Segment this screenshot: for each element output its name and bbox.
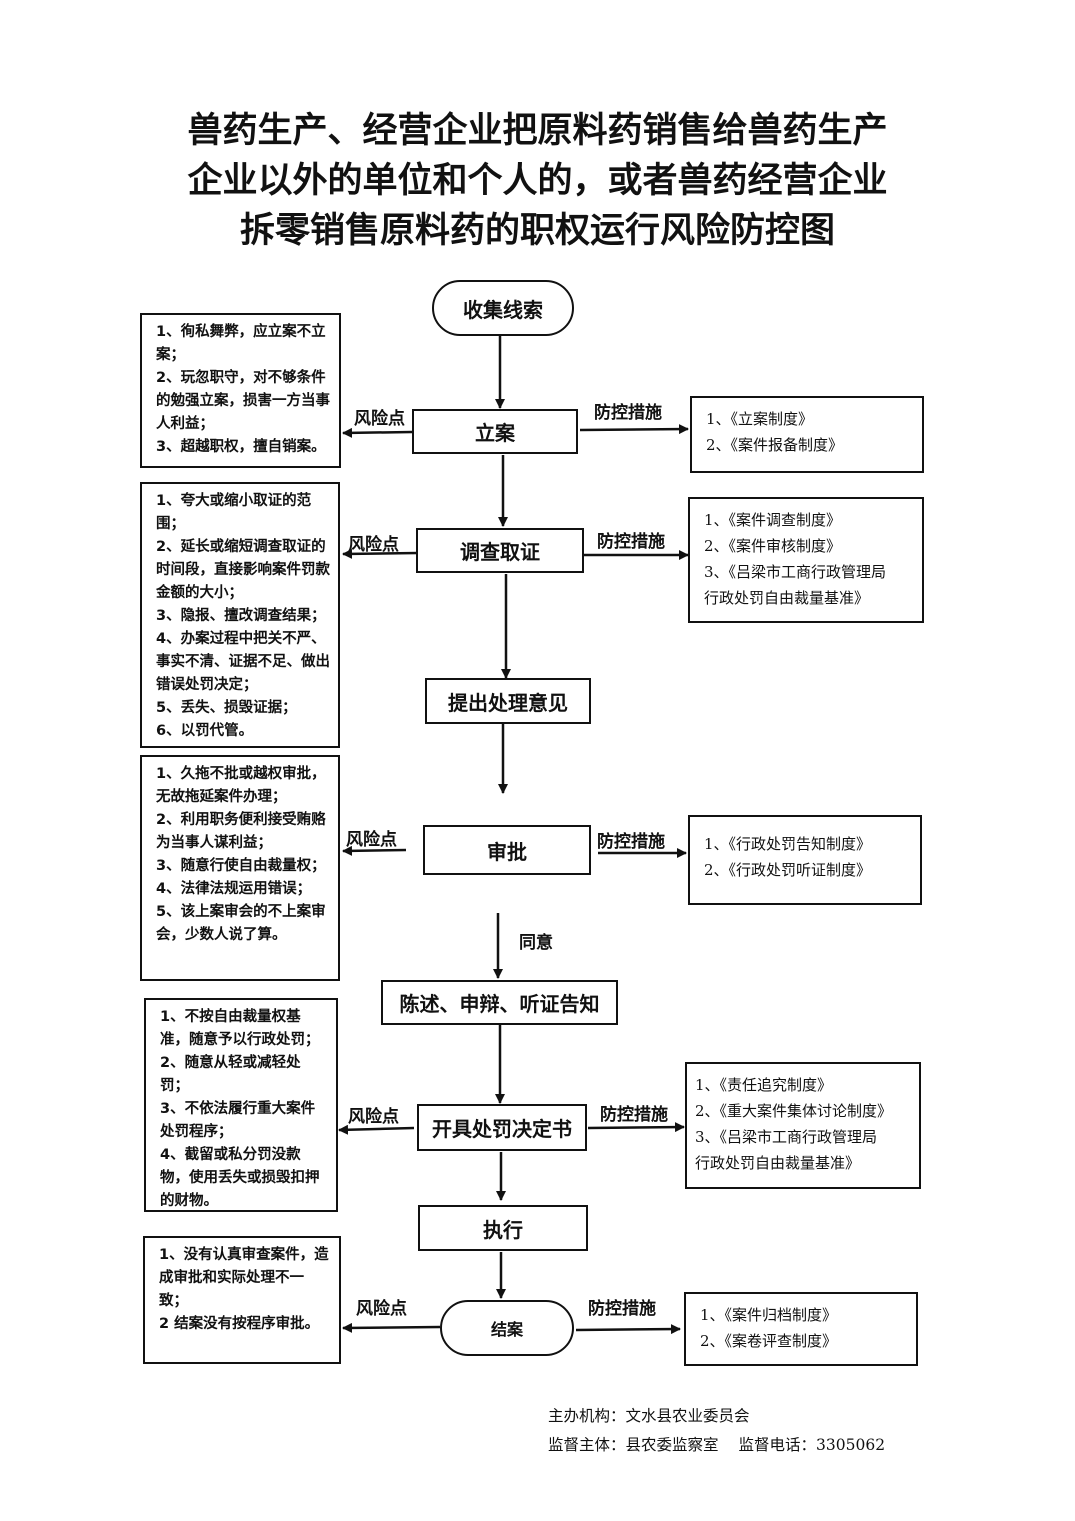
step-file: 立案 (412, 409, 578, 454)
risk-point-label: 风险点 (348, 1107, 399, 1127)
step-notify: 陈述、申辩、听证告知 (381, 980, 618, 1025)
risk-point-label: 风险点 (356, 1299, 407, 1319)
control-item: 1、《立案制度》 (706, 410, 814, 428)
step-approve: 审批 (423, 825, 591, 875)
step-decision: 开具处罚决定书 (417, 1104, 587, 1151)
risk-item: 3、隐报、擅改调查结果； (156, 608, 326, 624)
step-label: 陈述、申辩、听证告知 (399, 992, 600, 1016)
control-measure-label: 防控措施 (588, 1299, 656, 1319)
title-line-1: 兽药生产、经营企业把原料药销售给兽药生产 (187, 110, 888, 151)
control-box-close: 1、《案件归档制度》 2、《案卷评查制度》 (684, 1292, 918, 1366)
step-label: 调查取证 (460, 540, 540, 564)
risk-arrow-decision (338, 1124, 415, 1135)
risk-arrow-investigate (342, 548, 419, 559)
step-close: 结案 (440, 1300, 574, 1356)
organizer-value: 文水县农业委员会 (625, 1407, 750, 1425)
step-label: 审批 (487, 839, 527, 864)
risk-box-approve: 1、久拖不批或越权审批，无故拖延案件办理； 2、利用职务便利接受贿赂为当事人谋利… (140, 755, 340, 981)
control-item: 1、《案件归档制度》 (700, 1306, 838, 1324)
control-arrow-file (579, 424, 689, 435)
control-item: 3、《吕梁市工商行政管理局 (695, 1128, 878, 1146)
step-label: 立案 (475, 421, 515, 445)
step-label: 收集线索 (463, 297, 543, 322)
risk-item: 2、利用职务便利接受贿赂为当事人谋利益； (156, 812, 326, 851)
step-investigate: 调查取证 (416, 528, 584, 573)
risk-item: 3、随意行使自由裁量权； (156, 858, 326, 874)
control-item: 1、《案件调查制度》 (704, 511, 842, 529)
risk-box-file: 1、徇私舞弊，应立案不立案； 2、玩忽职守，对不够条件的勉强立案，损害一方当事人… (140, 313, 341, 468)
risk-item: 6、以罚代管。 (156, 723, 254, 739)
risk-item: 1、不按自由裁量权基准，随意予以行政处罚； (160, 1009, 320, 1048)
control-item: 2、《案件报备制度》 (706, 436, 844, 454)
step-execute: 执行 (418, 1205, 588, 1251)
control-box-file: 1、《立案制度》 2、《案件报备制度》 (690, 396, 924, 473)
risk-item: 1、夸大或缩小取证的范围； (156, 493, 312, 532)
control-arrow-close (575, 1324, 681, 1335)
risk-point-label: 风险点 (348, 535, 399, 555)
control-measure-label: 防控措施 (594, 403, 662, 423)
risk-box-decision: 1、不按自由裁量权基准，随意予以行政处罚； 2、随意从轻或减轻处罚； 3、不依法… (144, 998, 338, 1212)
title-line-2: 企业以外的单位和个人的，或者兽药经营企业 (187, 160, 888, 201)
control-item: 1、《责任追究制度》 (695, 1076, 833, 1094)
risk-arrow-approve (342, 845, 407, 856)
footer: 主办机构：文水县农业委员会 监督主体：县农委监察室 监督电话：3305062 (548, 1402, 885, 1460)
risk-item: 2 结案没有按程序审批。 (159, 1316, 320, 1332)
control-item: 2、《案件审核制度》 (704, 537, 842, 555)
risk-arrow-file (342, 427, 413, 438)
title-line-3: 拆零销售原料药的职权运行风险防控图 (239, 210, 835, 251)
risk-point-label: 风险点 (346, 830, 397, 850)
organizer-label: 主办机构： (548, 1407, 626, 1425)
step-label: 提出处理意见 (448, 690, 568, 715)
control-item: 3、《吕梁市工商行政管理局 (704, 563, 887, 581)
risk-item: 3、不依法履行重大案件处罚程序； (160, 1101, 316, 1140)
risk-item: 2、延长或缩短调查取证的时间段，直接影响案件罚款金额的大小； (156, 539, 330, 601)
control-item: 2、《案卷评查制度》 (700, 1332, 838, 1350)
risk-item: 2、随意从轻或减轻处罚； (160, 1055, 301, 1094)
footer-organizer-line: 主办机构：文水县农业委员会 (548, 1402, 885, 1431)
control-measure-label: 防控措施 (597, 532, 665, 552)
control-item: 行政处罚自由裁量基准》 (695, 1154, 861, 1172)
step-label: 开具处罚决定书 (432, 1117, 572, 1141)
risk-item: 4、办案过程中把关不严、事实不清、证据不足、做出错误处罚决定； (156, 631, 330, 693)
control-box-investigate: 1、《案件调查制度》 2、《案件审核制度》 3、《吕梁市工商行政管理局 行政处罚… (688, 497, 924, 623)
agree-label: 同意 (519, 933, 553, 953)
step-collect: 收集线索 (432, 280, 574, 336)
control-box-approve: 1、《行政处罚告知制度》 2、《行政处罚听证制度》 (688, 815, 922, 905)
risk-item: 1、没有认真审查案件，造成审批和实际处理不一致； (159, 1247, 329, 1309)
risk-item: 4、法律法规运用错误； (156, 881, 312, 897)
step-label: 执行 (483, 1217, 523, 1242)
supervisor-label: 监督主体： (548, 1436, 626, 1454)
supervisor-value: 县农委监察室 (625, 1436, 719, 1454)
risk-item: 1、久拖不批或越权审批，无故拖延案件办理； (156, 766, 326, 805)
risk-item: 5、丢失、损毁证据； (156, 700, 297, 716)
phone-value: 3305062 (816, 1436, 886, 1454)
risk-item: 2、玩忽职守，对不够条件的勉强立案，损害一方当事人利益； (156, 370, 330, 432)
control-measure-label: 防控措施 (600, 1105, 668, 1125)
control-measure-label: 防控措施 (597, 832, 665, 852)
phone-label: 监督电话： (738, 1436, 817, 1454)
step-propose: 提出处理意见 (425, 678, 591, 724)
risk-item: 3、超越职权，擅自销案。 (156, 439, 326, 455)
risk-item: 5、该上案审会的不上案审会，少数人说了算。 (156, 904, 326, 943)
risk-item: 4、截留或私分罚没款物，使用丢失或损毁扣押的财物。 (160, 1147, 320, 1209)
risk-box-close: 1、没有认真审查案件，造成审批和实际处理不一致； 2 结案没有按程序审批。 (143, 1236, 341, 1364)
risk-arrow-close (342, 1322, 441, 1333)
control-item: 2、《重大案件集体讨论制度》 (695, 1102, 893, 1120)
control-box-decision: 1、《责任追究制度》 2、《重大案件集体讨论制度》 3、《吕梁市工商行政管理局 … (685, 1062, 921, 1189)
control-item: 2、《行政处罚听证制度》 (704, 861, 872, 879)
step-label: 结案 (490, 1320, 523, 1339)
risk-box-investigate: 1、夸大或缩小取证的范围； 2、延长或缩短调查取证的时间段，直接影响案件罚款金额… (140, 482, 340, 748)
control-arrow-decision (587, 1122, 685, 1133)
control-item: 行政处罚自由裁量基准》 (704, 589, 870, 607)
footer-supervisor-line: 监督主体：县农委监察室 监督电话：3305062 (548, 1431, 885, 1460)
page-title: 兽药生产、经营企业把原料药销售给兽药生产 企业以外的单位和个人的，或者兽药经营企… (0, 106, 1075, 256)
risk-point-label: 风险点 (354, 409, 405, 429)
control-item: 1、《行政处罚告知制度》 (704, 835, 872, 853)
risk-item: 1、徇私舞弊，应立案不立案； (156, 324, 326, 363)
